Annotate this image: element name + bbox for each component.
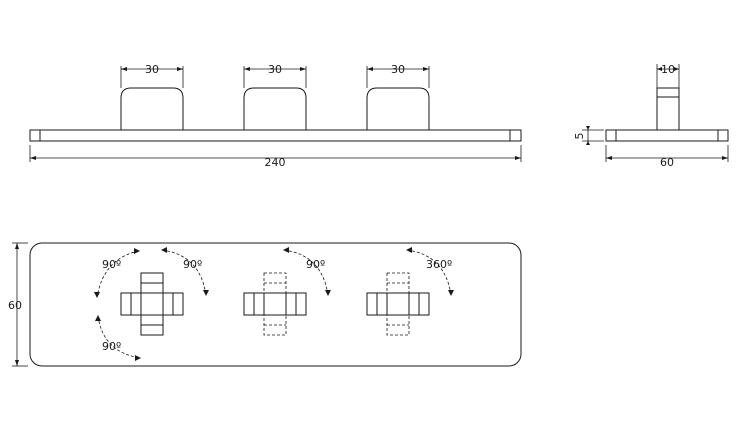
dimension-label: 60 <box>660 156 674 169</box>
rotation-arc-1-upper-right: 90º <box>161 247 209 296</box>
dimension-handle-2: 30 <box>243 63 307 88</box>
dimension-plate-depth: 60 <box>605 145 729 169</box>
side-plate <box>605 129 729 142</box>
dimension-label: 60 <box>8 299 22 312</box>
valve-cross-3 <box>366 272 430 336</box>
dimension-handle-1: 30 <box>120 63 184 88</box>
rotation-arc-3-upper-right: 360º <box>406 247 454 296</box>
dimension-label: 30 <box>145 63 159 76</box>
front-plate <box>29 129 522 142</box>
dimension-handle-3: 30 <box>366 63 430 88</box>
top-view: 60 90º 90º 90º <box>8 242 522 367</box>
dimension-plate-thickness: 5 <box>573 126 604 145</box>
rotation-label: 90º <box>183 258 202 271</box>
dimension-label: 30 <box>391 63 405 76</box>
top-plate <box>29 242 522 367</box>
rotation-arc-2-upper-right: 90º <box>283 247 331 296</box>
rotation-arc-1-upper-left: 90º <box>94 248 140 298</box>
dimension-overall-length: 240 <box>29 145 522 169</box>
dimension-plate-height: 60 <box>8 242 28 367</box>
rotation-arc-1-lower-left: 90º <box>95 315 141 361</box>
front-handle-1 <box>120 87 184 130</box>
valve-cross-2 <box>243 272 307 336</box>
rotation-label: 360º <box>426 258 452 271</box>
rotation-label: 90º <box>102 340 121 353</box>
rotation-label: 90º <box>102 258 121 271</box>
front-handle-3 <box>366 87 430 130</box>
dimension-label: 240 <box>265 156 286 169</box>
rotation-label: 90º <box>306 258 325 271</box>
side-handle <box>656 87 680 131</box>
dimension-label: 5 <box>573 133 586 140</box>
dimension-label: 30 <box>268 63 282 76</box>
dimension-label: 10 <box>661 63 675 76</box>
valve-cross-1 <box>120 272 184 336</box>
front-view: 30 30 30 240 <box>29 63 522 169</box>
front-handle-2 <box>243 87 307 130</box>
dimension-handle-depth: 10 <box>656 63 680 88</box>
side-view: 10 5 60 <box>573 63 729 169</box>
